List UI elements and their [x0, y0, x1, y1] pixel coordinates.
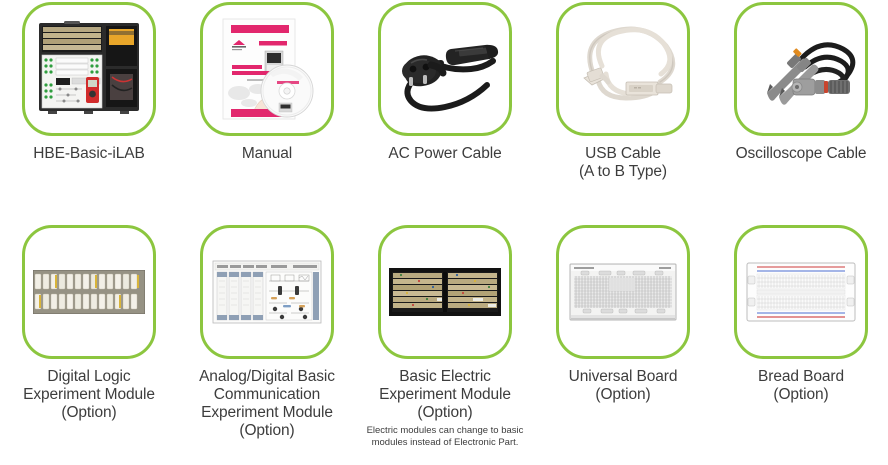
product-label-ac-power-cable: AC Power Cable [356, 145, 534, 163]
basic-electric-experiment-module-photo [381, 228, 509, 356]
product-label-bread-board: Bread Board (Option) [712, 368, 888, 404]
product-image-card-hbe-basic-ilab [22, 2, 156, 136]
label-line: Manual [241, 145, 293, 162]
oscilloscope-cable-photo [737, 5, 865, 133]
product-label-hbe-basic-ilab: HBE-Basic-iLAB [0, 145, 178, 163]
product-cell-digital-logic-experiment-module: Digital Logic Experiment Module (Option) [0, 225, 178, 422]
product-cell-bread-board: Bread Board (Option) [712, 225, 888, 404]
product-cell-hbe-basic-ilab: HBE-Basic-iLAB [0, 2, 178, 163]
product-image-card-universal-board [556, 225, 690, 359]
analog-digital-communication-module-photo [203, 228, 331, 356]
label-line: (Option) [61, 404, 117, 421]
product-cell-usb-cable: USB Cable (A to B Type) [534, 2, 712, 181]
label-line: AC Power Cable [388, 145, 502, 162]
label-line: (Option) [417, 404, 473, 421]
label-line: Bread Board [758, 368, 844, 385]
label-line: Basic Electric [399, 368, 491, 385]
label-line: USB Cable [585, 145, 661, 162]
product-label-basic-electric-experiment-module: Basic Electric Experiment Module (Option… [356, 368, 534, 422]
product-image-card-ac-power-cable [378, 2, 512, 136]
product-image-card-oscilloscope-cable [734, 2, 868, 136]
label-line: (Option) [773, 386, 829, 403]
label-line: HBE-Basic-iLAB [33, 145, 145, 162]
product-label-universal-board: Universal Board (Option) [534, 368, 712, 404]
product-image-card-manual [200, 2, 334, 136]
label-line: Analog/Digital Basic [199, 368, 335, 385]
product-image-card-basic-electric-experiment-module [378, 225, 512, 359]
product-image-card-analog-digital-basic-communication-experiment-module [200, 225, 334, 359]
label-line: (Option) [239, 422, 295, 439]
label-line: Digital Logic [47, 368, 131, 385]
product-label-manual: Manual [178, 145, 356, 163]
usb-cable-photo [559, 5, 687, 133]
label-line: Experiment Module [379, 386, 511, 403]
product-label-analog-digital-basic-communication-experiment-module: Analog/Digital Basic Communication Exper… [178, 368, 356, 440]
product-image-card-digital-logic-experiment-module [22, 225, 156, 359]
label-line: Experiment Module [23, 386, 155, 403]
product-cell-universal-board: Universal Board (Option) [534, 225, 712, 404]
product-image-card-usb-cable [556, 2, 690, 136]
label-line: Communication [213, 386, 321, 403]
digital-logic-experiment-module-photo [25, 228, 153, 356]
product-image-card-bread-board [734, 225, 868, 359]
bread-board-photo [737, 228, 865, 356]
universal-board-photo [559, 228, 687, 356]
basic-electric-module-footnote: Electric modules can change to basic mod… [366, 425, 524, 448]
product-cell-oscilloscope-cable: Oscilloscope Cable [712, 2, 888, 163]
product-label-usb-cable: USB Cable (A to B Type) [534, 145, 712, 181]
hbe-basic-ilab-trainer-photo [25, 5, 153, 133]
ac-power-cable-photo [381, 5, 509, 133]
manual-book-and-cd-photo [203, 5, 331, 133]
product-cell-manual: Manual [178, 2, 356, 163]
label-line: (Option) [595, 386, 651, 403]
label-line: Universal Board [568, 368, 678, 385]
product-cell-ac-power-cable: AC Power Cable [356, 2, 534, 163]
label-line: Experiment Module [201, 404, 333, 421]
product-label-oscilloscope-cable: Oscilloscope Cable [712, 145, 888, 163]
label-line: (A to B Type) [578, 163, 667, 180]
label-line: Oscilloscope Cable [735, 145, 867, 162]
product-cell-analog-digital-basic-communication-experiment-module: Analog/Digital Basic Communication Exper… [178, 225, 356, 440]
product-label-digital-logic-experiment-module: Digital Logic Experiment Module (Option) [0, 368, 178, 422]
product-cell-basic-electric-experiment-module: Basic Electric Experiment Module (Option… [356, 225, 534, 448]
